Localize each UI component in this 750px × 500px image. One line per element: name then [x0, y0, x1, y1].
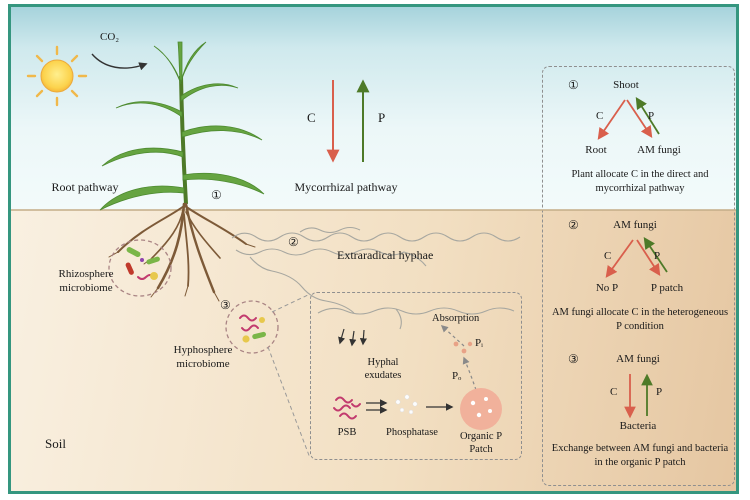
pathway-number-2: ②: [288, 235, 299, 249]
hyphosphere-microbiome-label: Hyphosphere microbiome: [173, 344, 233, 370]
sun-icon: [26, 45, 88, 107]
soil-background: [11, 210, 739, 493]
phosphorus-flux-label: P: [378, 110, 386, 125]
panel1-amfungi-label: AM fungi: [637, 144, 681, 156]
panel2-caption: AM fungi allocate C in the heterogeneous…: [551, 307, 729, 333]
panel2-ppatch-label: P patch: [650, 282, 684, 294]
panel3-bacteria-label: Bacteria: [619, 420, 657, 432]
panel2-nop-label: No P: [595, 282, 619, 294]
pi-label: Pᵢ: [475, 337, 483, 349]
extraradical-hyphae-lines: [231, 226, 521, 314]
panel3-amfungi-label: AM fungi: [616, 353, 660, 365]
panel-number-1: ①: [568, 78, 579, 92]
hyphal-exudates-label: Hyphal exudates: [364, 357, 402, 382]
po-label: Pₒ: [452, 370, 462, 382]
extraradical-hyphae-label: Extraradical hyphae: [337, 248, 434, 262]
panel1-shoot-label: Shoot: [613, 79, 639, 91]
panel2-amfungi-label: AM fungi: [613, 219, 657, 231]
psb-label: PSB: [337, 427, 357, 438]
pathway-number-1: ①: [211, 188, 222, 202]
panel3-c-label: C: [610, 386, 618, 398]
panel-number-3: ③: [568, 352, 579, 366]
soil-label: Soil: [45, 436, 66, 451]
magnifier-lines: [267, 293, 311, 459]
panel1-p-label: P: [648, 110, 655, 122]
organic-p-patch-label: Organic P Patch: [459, 431, 503, 456]
panel3-caption: Exchange between AM fungi and bacteria i…: [551, 443, 729, 469]
root-pathway-label: Root pathway: [51, 180, 119, 194]
psb-to-phosphatase-arrows: [366, 399, 388, 414]
pi-dots: [453, 341, 473, 354]
panel2-p-label: P: [654, 250, 661, 262]
inset-box: [310, 292, 522, 460]
rhizosphere-circle: [108, 239, 172, 297]
po-to-pi-arrow: [462, 356, 477, 391]
rhizosphere-microbes: [125, 247, 160, 280]
inset-graphics: [317, 307, 515, 430]
panel-arrows: [597, 97, 668, 419]
panel2-c-label: C: [604, 250, 612, 262]
psb-bacteria: [333, 396, 361, 420]
exudate-arrows: [338, 328, 368, 347]
phosphatase-label: Phosphatase: [386, 427, 438, 438]
panel1-caption: Plant allocate C in the direct and mycor…: [571, 169, 709, 195]
hyphosphere-microbes: [239, 314, 266, 343]
panel1-root-label: Root: [585, 144, 607, 156]
absorption-label: Absorption: [432, 313, 480, 324]
corn-plant: [99, 41, 265, 211]
rhizosphere-microbiome-label: Rhizosphere microbiome: [58, 268, 114, 294]
flux-arrows: [326, 79, 370, 163]
panel1-c-label: C: [596, 110, 604, 122]
pathway-number-3: ③: [220, 298, 231, 312]
organic-p-patch-circle: [460, 388, 502, 430]
absorption-arrow: [440, 325, 465, 347]
sky-background: [11, 7, 739, 210]
co2-label: CO₂: [100, 31, 120, 43]
carbon-flux-label: C: [307, 110, 316, 125]
legend-panel: [542, 66, 735, 486]
panel-number-2: ②: [568, 218, 579, 232]
co2-arrow: [91, 53, 148, 71]
mycorrhizal-pathway-label: Mycorrhizal pathway: [294, 180, 398, 194]
hyphosphere-circle: [225, 300, 279, 354]
panel3-p-label: P: [656, 386, 663, 398]
phosphatase-dots: [395, 394, 418, 415]
